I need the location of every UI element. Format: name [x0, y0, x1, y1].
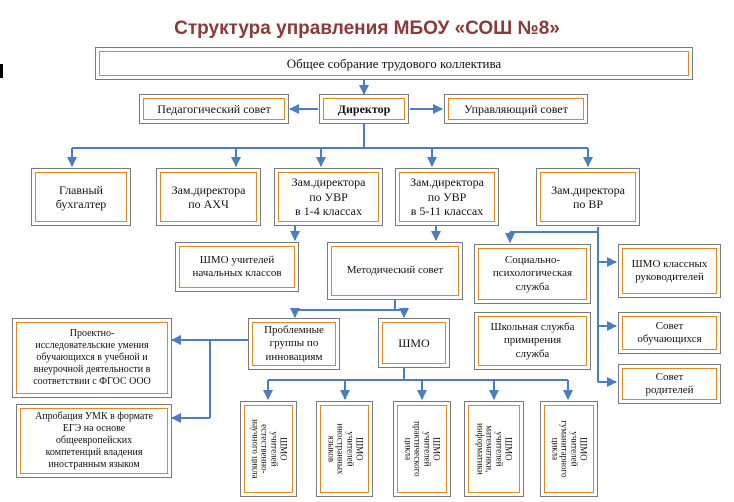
node-project-research-skills: Проектно- исследовательские умения обуча… [12, 318, 172, 398]
node-general-assembly: Общее собрание трудового коллектива [95, 47, 693, 80]
node-approbation-umk: Апробация УМК в формате ЕГЭ на основе об… [16, 404, 172, 478]
node-shmo-foreign-languages: ШМО учителей иностранных языков [316, 401, 373, 497]
node-parent-council: Совет родителей [618, 364, 721, 404]
node-shmo-math-informatics: ШМО учителей математики, информатики [464, 401, 524, 497]
node-governing-council: Управляющий совет [444, 94, 588, 124]
node-pedagogical-council: Педагогический совет [139, 94, 289, 124]
node-deputy-ahch: Зам.директора по АХЧ [156, 168, 261, 226]
node-shmo-primary: ШМО учителей начальных классов [175, 242, 299, 292]
node-director: Директор [319, 94, 409, 124]
node-shmo-class-teachers: ШМО классных руководителей [618, 244, 721, 298]
node-student-council: Совет обучающихся [618, 312, 721, 354]
node-reconciliation-service: Школьная служба примирения служба [474, 312, 591, 370]
node-shmo-humanitarian: ШМО учителей гуманитарного цикла [540, 401, 598, 497]
node-shmo-practical: ШМО учителей практического цикла [393, 401, 451, 497]
node-methodical-council: Методический совет [327, 242, 463, 300]
node-deputy-vr: Зам.директора по ВР [536, 168, 640, 226]
node-shmo: ШМО [378, 318, 450, 368]
node-deputy-uvr-1-4: Зам.директора по УВР в 1-4 классах [274, 168, 383, 226]
node-shmo-natural-science: ШМО учителей естественно- научного цикла [240, 401, 297, 497]
node-deputy-uvr-5-11: Зам.директора по УВР в 5-11 классах [395, 168, 499, 226]
node-chief-accountant: Главный бухгалтер [31, 168, 131, 226]
node-social-psych-service: Социально- психологическая служба [474, 244, 591, 304]
page-title: Структура управления МБОУ «СОШ №8» [174, 18, 560, 39]
node-problem-groups: Проблемные группы по инновациям [248, 318, 340, 370]
text-cursor [0, 64, 3, 78]
